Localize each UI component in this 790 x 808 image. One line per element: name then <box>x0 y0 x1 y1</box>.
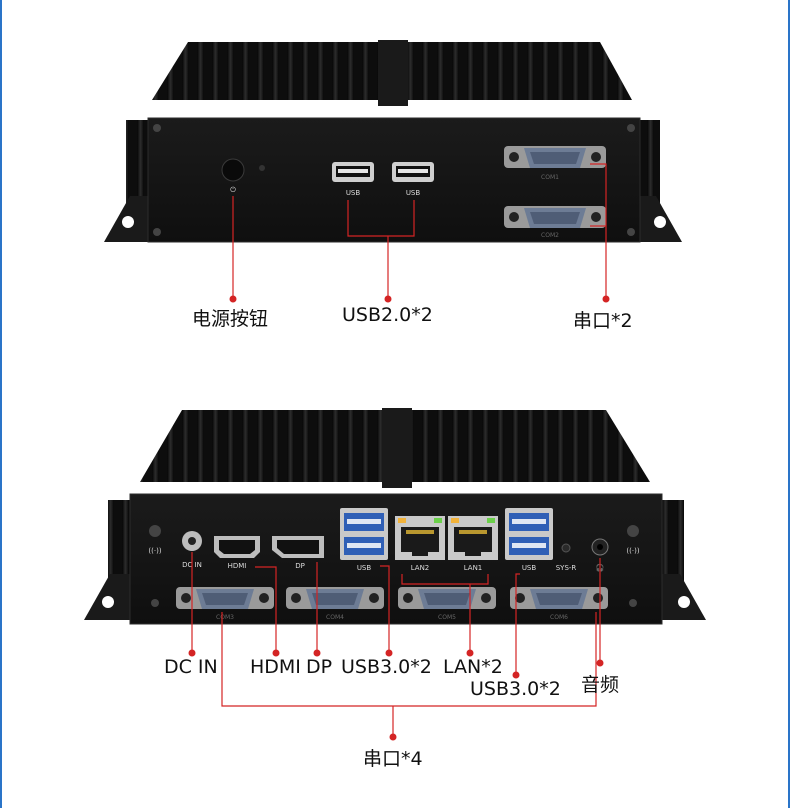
hdmi-callout: HDMI <box>250 656 301 678</box>
usb3-stack-left[interactable] <box>340 508 388 560</box>
lan1-port-label: LAN1 <box>464 564 483 572</box>
top-heatsink-spine <box>378 40 408 106</box>
callout-dot <box>512 671 520 679</box>
usb2-port-left[interactable] <box>332 162 374 182</box>
callout-dot <box>466 649 474 657</box>
callout-dot <box>313 649 321 657</box>
com3-port[interactable] <box>176 587 274 609</box>
dp-port[interactable] <box>272 536 324 558</box>
com4-port[interactable] <box>286 587 384 609</box>
usb3-callout-right: USB3.0*2 <box>470 678 561 700</box>
callout-dot <box>188 649 196 657</box>
usb3-stack-right[interactable] <box>505 508 553 560</box>
audio-callout: 音频 <box>581 674 620 696</box>
usb3-callout-left: USB3.0*2 <box>341 656 432 678</box>
callout-dot <box>602 295 610 303</box>
antenna-mount <box>627 525 639 537</box>
com4-port-label: COM4 <box>326 614 344 621</box>
bottom-heatsink-spine <box>382 408 412 488</box>
com5-port[interactable] <box>398 587 496 609</box>
com2-port-label: COM2 <box>541 232 559 239</box>
callout-dot <box>384 295 392 303</box>
callout-dot <box>272 649 280 657</box>
screw-icon <box>153 124 161 132</box>
usb3-right-port-label: USB <box>522 564 537 572</box>
usb2-callout: USB2.0*2 <box>342 304 433 326</box>
callout-dot <box>596 659 604 667</box>
callout-dot <box>385 649 393 657</box>
top-serial-callout: 串口*2 <box>573 310 633 332</box>
power-button[interactable] <box>221 158 245 182</box>
sys-reset-label: SYS-R <box>556 564 577 572</box>
lan1-port[interactable] <box>448 516 498 560</box>
page-border-right <box>788 0 790 808</box>
top-device: ⏻ USB USB COM1 <box>104 40 682 243</box>
wifi-icon: ((·)) <box>148 547 161 555</box>
dp-port-label: DP <box>295 562 305 570</box>
usb-right-port-label: USB <box>406 189 421 197</box>
power-led <box>259 165 265 171</box>
sys-reset-button[interactable] <box>561 543 571 553</box>
hdmi-port[interactable] <box>214 536 260 558</box>
lan2-port[interactable] <box>395 516 445 560</box>
dc-in-callout: DC IN <box>164 656 218 678</box>
wifi-icon: ((·)) <box>626 547 639 555</box>
usb2-port-right[interactable] <box>392 162 434 182</box>
bottom-device: ((·)) ((·)) DC IN HDMI DP USB <box>84 408 706 625</box>
usb-left-port-label: USB <box>346 189 361 197</box>
dp-callout: DP <box>306 656 333 678</box>
screw-icon <box>627 228 635 236</box>
usb3-left-port-label: USB <box>357 564 372 572</box>
lan2-port-label: LAN2 <box>411 564 430 572</box>
power-icon: ⏻ <box>230 186 236 194</box>
top-callout-lines <box>232 163 607 298</box>
antenna-mount <box>149 525 161 537</box>
callout-dot <box>389 733 397 741</box>
com6-port[interactable] <box>510 587 608 609</box>
screw-icon <box>151 599 159 607</box>
screw-icon <box>153 228 161 236</box>
hdmi-port-label: HDMI <box>228 562 247 570</box>
com6-port-label: COM6 <box>550 614 568 621</box>
lan-callout: LAN*2 <box>443 656 503 678</box>
com2-port[interactable] <box>504 206 606 228</box>
com5-port-label: COM5 <box>438 614 456 621</box>
bottom-callout-lines <box>191 552 601 736</box>
power-button-callout: 电源按钮 <box>192 308 269 330</box>
com1-port-label: COM1 <box>541 174 559 181</box>
screw-icon <box>629 599 637 607</box>
bottom-serial-callout: 串口*4 <box>363 748 423 770</box>
com3-port-label: COM3 <box>216 614 234 621</box>
screw-icon <box>627 124 635 132</box>
callout-dot <box>229 295 237 303</box>
page-border-left <box>0 0 2 808</box>
com1-port[interactable] <box>504 146 606 168</box>
